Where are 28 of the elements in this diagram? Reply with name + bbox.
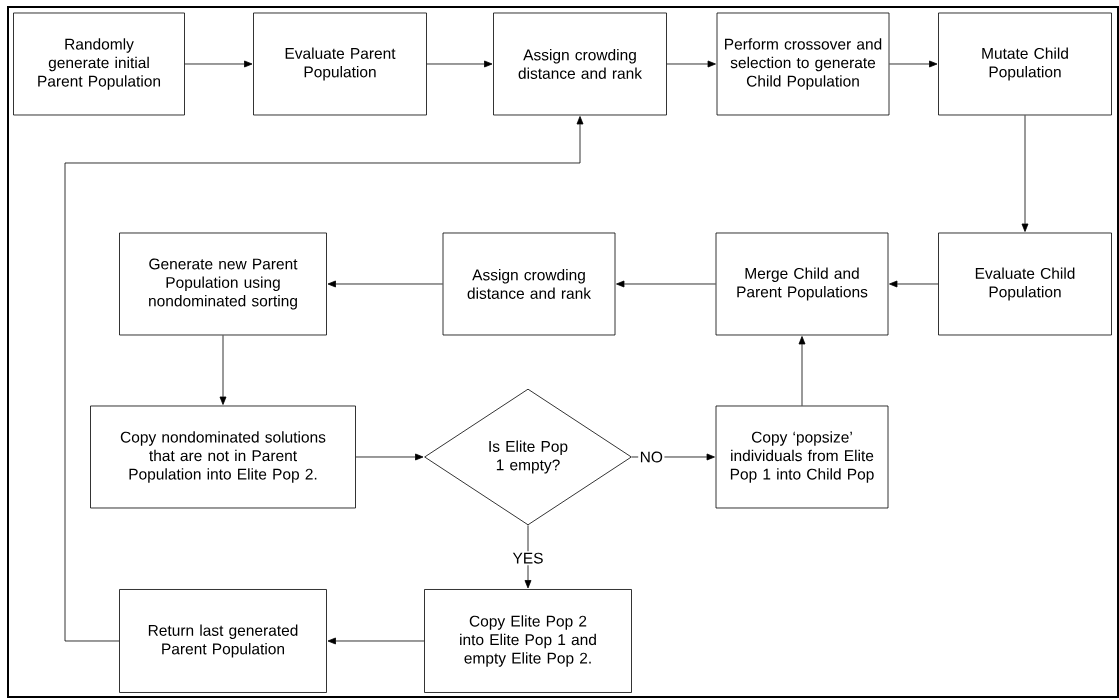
arrow: [889, 60, 938, 68]
process-box: Perform crossover and selection to generate Child Population: [716, 12, 890, 116]
arrow: [355, 453, 424, 461]
process-box: Return last generated Parent Population: [119, 589, 327, 693]
process-box: Randomly generate initial Parent Population: [13, 12, 185, 116]
process-box: Assign crowding distance and rank: [442, 232, 616, 336]
arrow: [798, 336, 806, 406]
process-box: Mutate Child Population: [938, 12, 1112, 116]
arrow: [219, 335, 227, 405]
process-box: Copy ‘popsize’ individuals from Elite Pop 1 into Child Pop: [715, 405, 889, 509]
arrow: [1021, 115, 1029, 232]
process-box: Evaluate Child Population: [938, 232, 1112, 336]
process-box: Copy Elite Pop 2 into Elite Pop 1 and empty Elite Pop 2.: [424, 589, 632, 693]
arrow: [327, 280, 443, 288]
arrow: [64, 116, 584, 642]
arrow: [889, 280, 939, 288]
arrow: [184, 60, 253, 68]
process-box: Evaluate Parent Population: [253, 12, 427, 116]
arrow: [327, 637, 425, 645]
edge-label: YES: [511, 551, 545, 566]
arrow: [666, 60, 716, 68]
edge-label: NO: [638, 450, 665, 464]
process-box: Copy nondominated solutions that are not in Parent Population into Elite Pop 2.: [90, 405, 356, 509]
process-box: Merge Child and Parent Populations: [715, 232, 889, 336]
arrow: [616, 280, 716, 288]
process-box: Generate new Parent Population using nondominated sorting: [119, 232, 327, 336]
arrow: [426, 60, 493, 68]
process-box: Assign crowding distance and rank: [493, 12, 667, 116]
